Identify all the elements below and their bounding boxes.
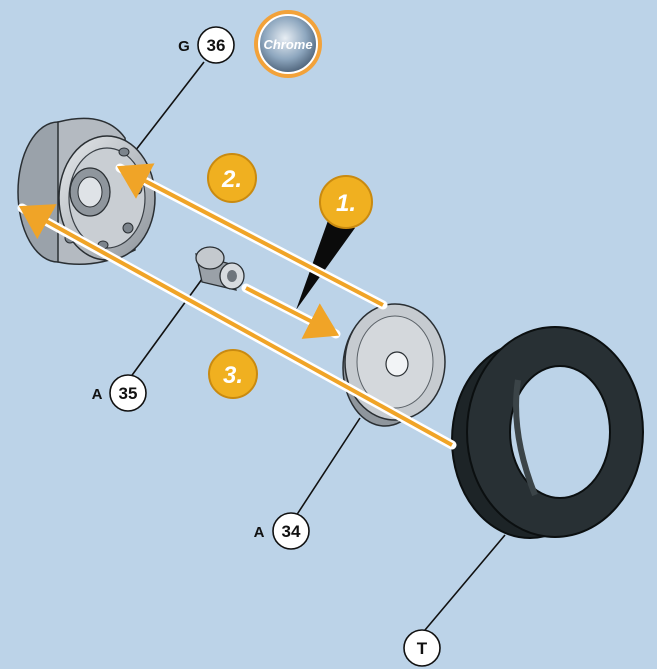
callout-a-34: A 34 xyxy=(254,512,310,550)
step-badge-1: 1. xyxy=(319,175,373,229)
chrome-finish-badge: Chrome xyxy=(254,10,322,78)
tire-part xyxy=(451,326,644,539)
leader-line-34 xyxy=(295,417,361,517)
callout-t: T xyxy=(403,629,441,667)
svg-text:G: G xyxy=(178,38,190,55)
svg-text:36: 36 xyxy=(207,36,226,55)
svg-text:35: 35 xyxy=(119,384,138,403)
svg-text:1.: 1. xyxy=(336,190,356,217)
svg-text:A: A xyxy=(254,524,265,541)
arrow-step-2-line xyxy=(116,163,384,307)
leader-line-36 xyxy=(131,61,205,156)
svg-text:34: 34 xyxy=(282,522,301,541)
step-1-pointer xyxy=(296,215,355,310)
callout-g-36: G 36 xyxy=(178,26,235,64)
step-badge-3: 3. xyxy=(208,349,258,399)
axle-bushing-part xyxy=(195,246,245,291)
callout-a-35: A 35 xyxy=(92,374,147,412)
leader-line-35 xyxy=(129,274,206,379)
svg-text:3.: 3. xyxy=(223,362,243,389)
step-badge-2: 2. xyxy=(207,153,257,203)
arrow-step-3-line xyxy=(18,204,453,447)
svg-text:2.: 2. xyxy=(221,166,242,193)
svg-text:T: T xyxy=(417,639,428,658)
leader-line-t xyxy=(424,534,506,631)
hub-disc-part xyxy=(342,303,446,427)
arrow-step-1-line xyxy=(245,286,340,339)
svg-text:Chrome: Chrome xyxy=(263,37,312,52)
svg-text:A: A xyxy=(92,386,103,403)
